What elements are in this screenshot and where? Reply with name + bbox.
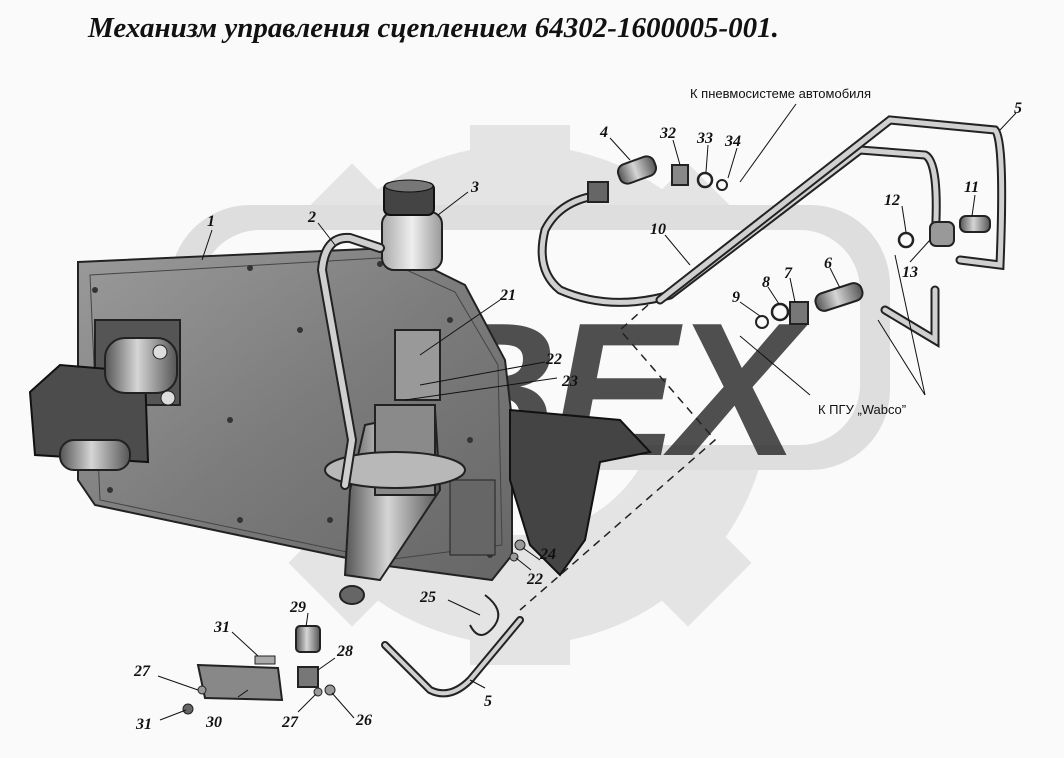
callout-9: 9 xyxy=(732,289,740,306)
callout-25: 25 xyxy=(419,589,436,606)
callout-1: 1 xyxy=(207,213,215,230)
callout-10: 10 xyxy=(650,221,666,238)
callout-32: 32 xyxy=(659,125,676,142)
callout-22-upper: 22 xyxy=(545,351,562,368)
dashed-route xyxy=(519,304,717,611)
callout-8: 8 xyxy=(762,274,770,291)
callout-30: 30 xyxy=(205,714,222,731)
callout-27-right: 27 xyxy=(281,714,299,731)
pedal-bracket xyxy=(28,319,181,471)
callout-7: 7 xyxy=(784,265,793,282)
pedal-lever xyxy=(509,408,652,577)
callout-27-left: 27 xyxy=(133,663,151,680)
callout-31-lower: 31 xyxy=(135,716,152,733)
callout-33: 33 xyxy=(696,130,713,147)
diagram-title: Механизм управления сцеплением 64302-160… xyxy=(88,12,779,44)
callout-11: 11 xyxy=(964,179,979,196)
note-pneumatic-system: К пневмосистеме автомобиля xyxy=(690,86,871,101)
small-parts xyxy=(182,539,526,715)
callout-31-upper: 31 xyxy=(213,619,230,636)
master-cylinder xyxy=(324,329,466,605)
callout-29: 29 xyxy=(289,599,306,616)
callout-34: 34 xyxy=(724,133,741,150)
callout-2: 2 xyxy=(307,209,316,226)
fittings xyxy=(587,155,991,329)
callout-3: 3 xyxy=(470,179,479,196)
callout-23: 23 xyxy=(561,373,578,390)
callout-labels: 1 2 3 4 5 5 6 7 8 9 10 11 12 13 21 22 22… xyxy=(133,100,1022,733)
leader-lines xyxy=(157,103,1017,721)
callout-13: 13 xyxy=(902,264,918,281)
callout-24: 24 xyxy=(539,546,556,563)
callout-5-bottom: 5 xyxy=(484,693,492,710)
callout-5-top: 5 xyxy=(1014,100,1022,117)
callout-26: 26 xyxy=(355,712,372,729)
callout-28: 28 xyxy=(336,643,353,660)
fluid-reservoir xyxy=(381,179,443,271)
callout-6: 6 xyxy=(824,255,832,272)
air-lines xyxy=(381,115,1007,698)
callout-22-lower: 22 xyxy=(526,571,543,588)
callout-12: 12 xyxy=(884,192,900,209)
callout-21: 21 xyxy=(499,287,516,304)
note-pgu-wabco: К ПГУ „Wabco” xyxy=(818,402,906,417)
callout-4: 4 xyxy=(599,124,608,141)
